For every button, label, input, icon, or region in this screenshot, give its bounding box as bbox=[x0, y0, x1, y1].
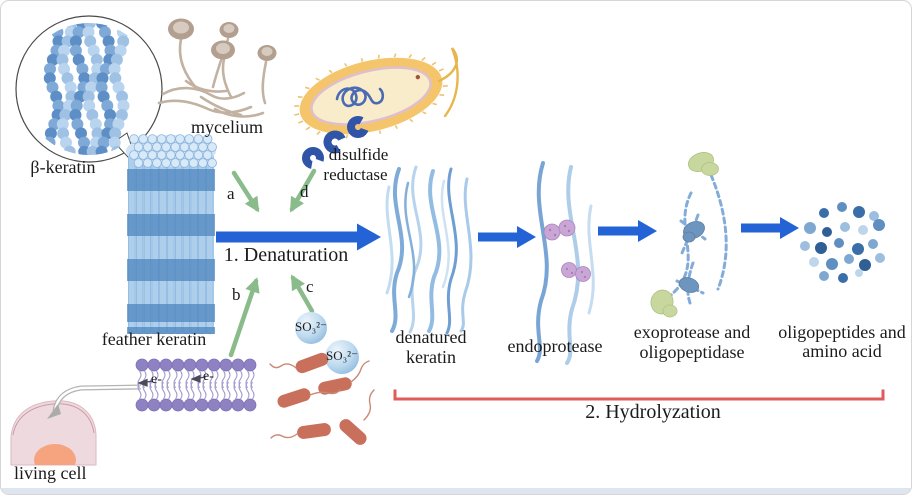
denatured-keratin-label-line1: denatured bbox=[395, 327, 467, 347]
bacterium-flagellum bbox=[437, 47, 459, 118]
feather-keratin-label: feather keratin bbox=[101, 329, 207, 349]
electron-flow-arrows bbox=[137, 374, 206, 387]
beta-keratin-zoom-circle bbox=[15, 15, 163, 171]
bacterium-spikes bbox=[294, 53, 448, 139]
mycelium-illustration bbox=[157, 18, 277, 118]
beta-keratin-label: β-keratin bbox=[30, 157, 96, 177]
exoprotease-illustration bbox=[650, 152, 728, 318]
exoprotease-label-line1: exoprotease and bbox=[633, 322, 751, 342]
membrane-bilayer-illustration bbox=[135, 358, 257, 412]
electron-tube bbox=[47, 384, 142, 419]
rod-bacteria-illustration bbox=[269, 352, 375, 445]
disulfide-reductase-label-line2: reductase bbox=[323, 165, 388, 184]
route-c-label: c bbox=[306, 277, 314, 296]
bacterium-dna bbox=[335, 86, 385, 108]
route-arrows-green bbox=[228, 168, 317, 358]
products-label-line1: oligopeptides and bbox=[778, 322, 906, 342]
mycelium-label: mycelium bbox=[191, 117, 263, 137]
oligopeptides-amino-acids-illustration bbox=[800, 202, 885, 283]
bottom-edge-strip bbox=[1, 488, 911, 494]
sulfite-ion-spheres bbox=[295, 312, 359, 374]
route-d-label: d bbox=[300, 182, 309, 201]
sulfite-label-2: SO₃²⁻ bbox=[326, 348, 358, 363]
bacterium-illustration bbox=[294, 47, 459, 139]
denatured-keratin-illustration bbox=[385, 165, 473, 335]
hydrolyzation-bracket bbox=[393, 389, 885, 401]
disulfide-reductase-label-line1: disulfide bbox=[328, 145, 389, 164]
disulfide-reductase-enzymes bbox=[302, 116, 369, 169]
flagella bbox=[269, 360, 375, 439]
sulfite-label-1: SO₃²⁻ bbox=[295, 319, 327, 334]
endoprotease-enzymes bbox=[543, 219, 591, 282]
oligopeptidase-enzymes bbox=[678, 220, 705, 293]
arrow-d bbox=[289, 168, 317, 213]
sporangia bbox=[168, 18, 277, 61]
feather-keratin-illustration bbox=[126, 134, 217, 335]
products-label-line2: amino acid bbox=[802, 341, 882, 361]
living-cell-illustration bbox=[10, 384, 142, 466]
arrow-b bbox=[228, 277, 260, 358]
endoprotease-illustration bbox=[535, 161, 595, 365]
denatured-keratin-label-line2: keratin bbox=[406, 347, 456, 367]
arrow-c bbox=[290, 274, 315, 314]
electron-label-2: e- bbox=[203, 369, 214, 384]
exoprotease-enzymes bbox=[650, 152, 719, 318]
arrow-a bbox=[231, 170, 260, 213]
process-arrows-blue bbox=[216, 217, 799, 251]
route-a-label: a bbox=[227, 184, 235, 203]
endoprotease-label: endoprotease bbox=[507, 336, 603, 356]
step1-denaturation-label: 1. Denaturation bbox=[223, 244, 349, 266]
exoprotease-label-line2: oligopeptidase bbox=[639, 342, 745, 362]
route-b-label: b bbox=[232, 285, 241, 304]
electron-label-1: e- bbox=[151, 372, 162, 387]
step2-hydrolyzation-label: 2. Hydrolyzation bbox=[585, 401, 721, 423]
living-cell-label: living cell bbox=[14, 463, 87, 483]
